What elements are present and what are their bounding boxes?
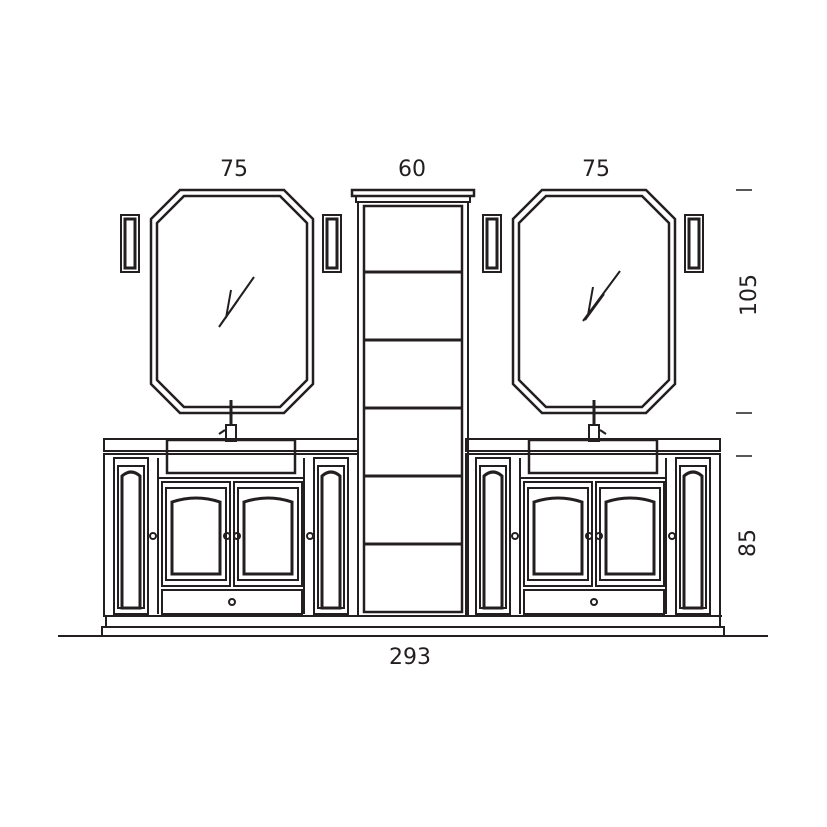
right-vanity-side-door-right xyxy=(675,457,711,615)
right-vanity-drawer xyxy=(523,589,665,615)
left-vanity-cabinet xyxy=(103,438,359,617)
dimension-tower-width: 60 xyxy=(398,157,426,182)
dimension-mirror-height: 105 xyxy=(737,274,762,316)
dimension-left-mirror-width: 75 xyxy=(220,157,248,182)
right-vanity-cabinet xyxy=(465,438,721,617)
plinth xyxy=(101,615,725,637)
dimension-cabinet-height: 85 xyxy=(736,529,761,557)
left-vanity-side-door-left xyxy=(113,457,149,615)
dimension-right-mirror-width: 75 xyxy=(582,157,610,182)
dimension-total-width: 293 xyxy=(389,645,431,670)
height-dimension-ticks xyxy=(736,189,752,457)
right-vanity-side-door-left xyxy=(475,457,511,615)
right-mirror xyxy=(511,188,677,415)
right-sink-basin xyxy=(527,438,659,475)
wall-sconce-4 xyxy=(684,214,704,273)
left-vanity-side-door-right xyxy=(313,457,349,615)
left-mirror xyxy=(149,188,315,415)
wall-sconce-2 xyxy=(322,214,342,273)
wall-sconce-3 xyxy=(482,214,502,273)
left-sink-basin xyxy=(165,438,297,475)
wall-sconce-1 xyxy=(120,214,140,273)
center-tower-shelving-unit xyxy=(350,188,476,617)
left-vanity-drawer xyxy=(161,589,303,615)
